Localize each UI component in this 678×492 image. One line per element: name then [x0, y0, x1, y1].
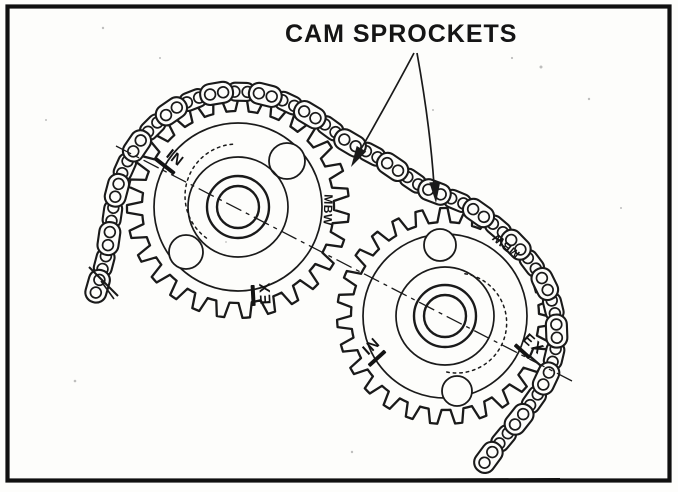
chain-roller [477, 210, 491, 224]
left-exhaust-label: EX [256, 280, 275, 305]
chain-link [154, 96, 189, 127]
scan-speckle [587, 97, 591, 101]
chain-roller [103, 225, 117, 239]
chain-roller [541, 283, 554, 297]
scan-speckle [73, 379, 77, 383]
chain-link [247, 81, 283, 109]
chain-roller [89, 286, 103, 299]
scan-speckle [350, 450, 354, 454]
chain-link [499, 228, 532, 261]
chain-roller [514, 243, 527, 256]
chain-link [473, 440, 504, 474]
chain-roller [265, 90, 278, 103]
chain-roller [391, 164, 405, 177]
chain-roller [550, 318, 563, 331]
chain-roller [478, 456, 491, 469]
chain-roller [486, 445, 499, 459]
chain-roller [508, 418, 522, 431]
chain-link [530, 266, 560, 302]
left-exhaust-stamp: EX [250, 280, 275, 307]
chain-roller [504, 233, 518, 247]
chain-roller [203, 88, 217, 101]
scan-speckle [432, 109, 434, 111]
sprocket-hub-circle [395, 266, 495, 366]
chain-roller [535, 271, 549, 285]
left-cam-sprocket [125, 94, 350, 320]
left-code-label: MBW [320, 194, 336, 226]
chain-roller [252, 87, 266, 100]
center-axis-line [115, 145, 573, 382]
frame-border-rough-edge [5, 478, 561, 482]
chain-roller [101, 238, 115, 252]
sprocket-hub-circle [215, 184, 261, 230]
chain-link [96, 221, 122, 257]
chain-roller [112, 177, 125, 191]
chain-roller [309, 111, 322, 125]
scan-speckle [510, 56, 514, 60]
lightening-hole [168, 234, 204, 270]
arrowhead [351, 146, 367, 167]
scan-speckle [225, 241, 227, 243]
sprocket-hub-circle [205, 174, 271, 240]
lightening-hole [441, 375, 473, 407]
scan-speckle [45, 119, 47, 121]
scan-speckle [101, 26, 105, 30]
chain-link [103, 172, 131, 208]
chain-roller [159, 108, 173, 122]
lightening-hole [423, 228, 457, 262]
chain-link [375, 151, 410, 183]
chain-link [199, 80, 235, 107]
chain-break-line [100, 280, 115, 300]
chain-roller [537, 378, 550, 391]
chain-roller [134, 134, 147, 147]
chain-roller [516, 407, 530, 421]
scan-speckle [620, 207, 622, 209]
sprocket-hub-circle [422, 293, 468, 339]
right-cam-sprocket [335, 206, 555, 425]
figure-title: CAM SPROCKETS [285, 20, 518, 48]
chain-break-line [88, 266, 119, 297]
chain-link [292, 99, 327, 130]
chain-roller [108, 190, 122, 203]
chain-roller [216, 86, 230, 99]
scan-speckle [159, 57, 161, 59]
chain-link [544, 313, 569, 349]
chain-roller [380, 156, 394, 170]
scan-speckle [539, 65, 543, 69]
chain-link [503, 402, 535, 436]
lightening-hole [268, 142, 306, 180]
arrowhead [429, 181, 441, 203]
stamp-underline [250, 284, 256, 307]
chain-link [84, 268, 111, 304]
chain-roller [170, 101, 184, 114]
sprocket-hub-circle [187, 156, 289, 258]
chain-roller [550, 331, 564, 344]
timing-mark-dashed-arc [442, 272, 508, 374]
cam-sprockets-arrow-left [351, 52, 415, 167]
cam-sprockets-arrow-right [416, 52, 441, 203]
chain-link [461, 197, 496, 229]
chain-roller [297, 105, 311, 118]
sprocket-hub-circle [412, 283, 478, 349]
chain-roller [338, 133, 351, 146]
left-code-stamp: MBW [320, 194, 336, 226]
chain-roller [466, 202, 480, 216]
